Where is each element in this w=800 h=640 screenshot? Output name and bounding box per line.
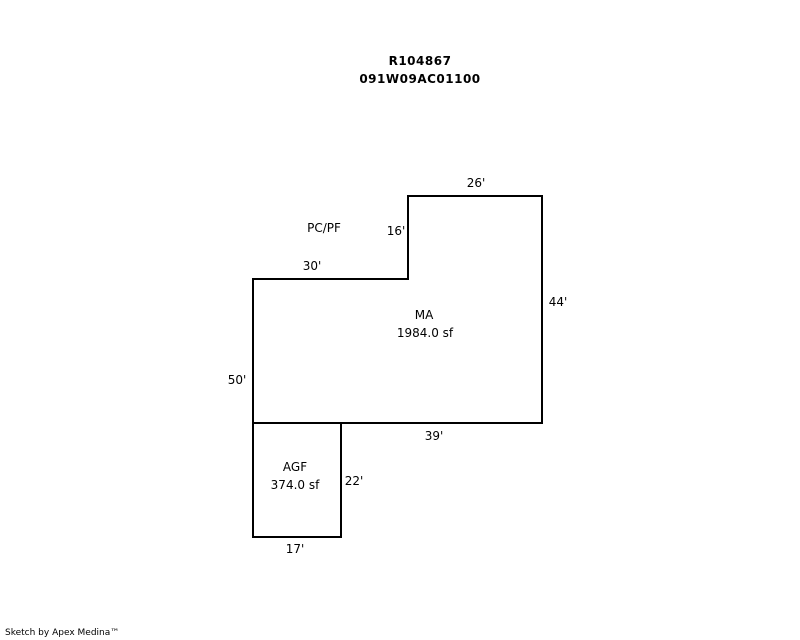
- main-area-code: MA: [415, 308, 434, 322]
- main-area-size: 1984.0 sf: [397, 326, 454, 340]
- account-id: R104867: [388, 54, 452, 68]
- dim-ma-bottom: 39': [425, 429, 444, 443]
- garage-outline: [252, 422, 342, 538]
- dim-ma-left-top: 30': [303, 259, 322, 273]
- garage-size: 374.0 sf: [271, 478, 320, 492]
- map-tax-lot: 091W09AC01100: [359, 72, 481, 86]
- dim-agf-right: 22': [345, 474, 364, 488]
- dim-agf-bottom: 17': [286, 542, 305, 556]
- dim-ma-left: 50': [228, 373, 247, 387]
- dim-ma-step-height: 16': [387, 224, 406, 238]
- dim-ma-right: 44': [549, 295, 568, 309]
- feature-label: PC/PF: [307, 221, 341, 235]
- dim-ma-top: 26': [467, 176, 486, 190]
- garage-code: AGF: [283, 460, 307, 474]
- sketch-credit: Sketch by Apex Medina™: [5, 628, 120, 638]
